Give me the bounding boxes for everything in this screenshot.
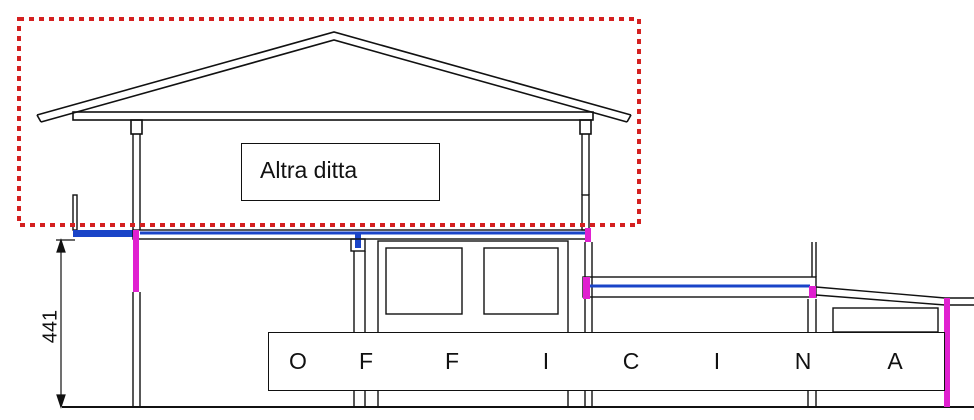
dimension-value: 441 [39,309,62,344]
dimension-line [56,238,75,409]
lower-label-letter: F [444,348,460,374]
upper-walls [72,134,590,231]
lower-label-letter: I [542,348,550,374]
first-floor-slab [73,228,591,292]
lower-label-letter: I [713,348,721,374]
upper-label-box: Altra ditta [241,143,440,201]
lower-label-letter: C [622,348,640,374]
lower-label-letter: N [794,348,812,374]
lower-label-letter: O [289,348,307,374]
highlight-frame [17,17,641,227]
lower-label-box: O F F I C I N A [268,332,945,391]
upper-label-text: Altra ditta [260,157,358,183]
lower-label-letter: A [887,348,903,374]
upper-roof [36,31,632,135]
lower-label-letter: F [358,348,374,374]
